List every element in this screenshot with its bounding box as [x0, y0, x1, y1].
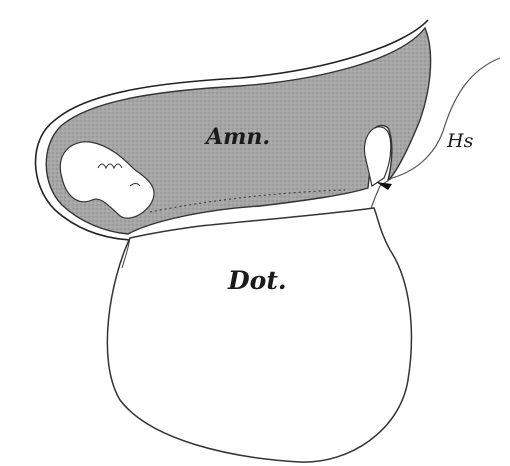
label-amnion: Amn.	[206, 124, 270, 150]
label-yolk-sac: Dot.	[228, 266, 287, 295]
label-body-stalk: Hs	[447, 130, 473, 152]
yolk-sac	[107, 208, 411, 462]
